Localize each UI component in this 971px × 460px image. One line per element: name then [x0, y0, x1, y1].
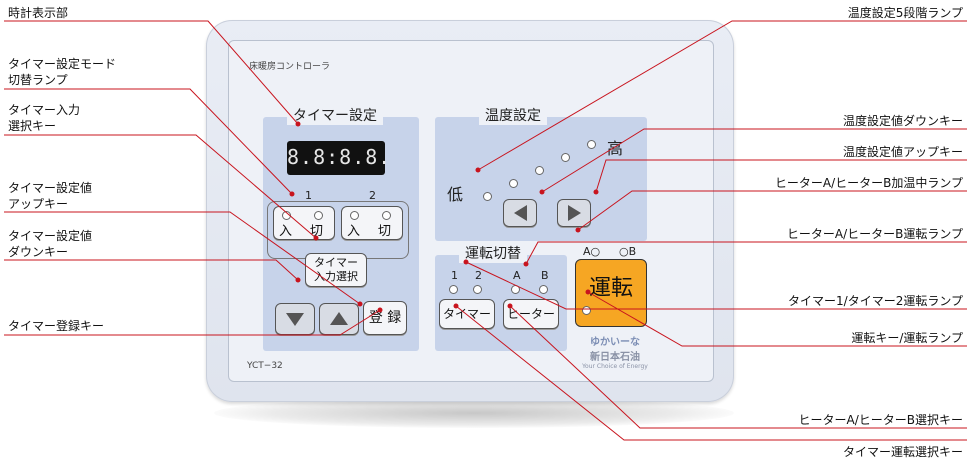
- heater-a-warming-led: A○: [583, 245, 601, 258]
- timer1-on-led: [282, 211, 291, 220]
- model-number: YCT−32: [247, 361, 283, 371]
- timer2-on-label: 入: [347, 224, 361, 239]
- callout-temp-lamp: 温度設定5段階ランプ: [847, 6, 963, 20]
- callout-timer-input-select-line2: 選択キー: [8, 119, 57, 133]
- mode-timer2-label: 2: [475, 269, 482, 282]
- callout-timer-down-line1: タイマー設定値: [8, 229, 93, 243]
- brand-logo: ゆかいーな 新日本石油 Your Choice of Energy: [579, 333, 651, 370]
- callout-timer-mode-lamp-line2: 切替ランプ: [8, 73, 68, 87]
- temp-down-key[interactable]: [503, 199, 537, 227]
- mode-timer1-label: 1: [451, 269, 458, 282]
- timer-up-key[interactable]: [319, 303, 359, 335]
- callout-timer-up-line1: タイマー設定値: [8, 181, 93, 195]
- callout-heater-run-lamp: ヒーターA/ヒーターB運転ランプ: [786, 227, 963, 241]
- timer2-run-led: [473, 285, 482, 294]
- timer1-off-label: 切: [310, 224, 324, 239]
- heater-a-run-led: [511, 285, 520, 294]
- brand-tagline: Your Choice of Energy: [582, 363, 648, 370]
- callout-timer-register: タイマー登録キー: [8, 319, 105, 333]
- brand-name: 新日本石油: [590, 352, 640, 363]
- callout-timer-mode-lamp-line1: タイマー設定モード: [8, 57, 117, 71]
- timer1-off-led: [314, 211, 323, 220]
- timer-input-select-key[interactable]: タイマー 入力選択: [305, 253, 367, 287]
- mode-heater-b-label: B: [541, 269, 549, 282]
- mode-panel-title: 運転切替: [459, 245, 527, 263]
- run-key[interactable]: 運転: [575, 259, 647, 327]
- timer1-run-led: [449, 285, 458, 294]
- temp-level-led-4: [561, 153, 570, 162]
- callout-heater-select: ヒーターA/ヒーターB選択キー: [798, 413, 964, 427]
- heater-b-warming-led: ○B: [619, 245, 637, 258]
- timer-panel-title: タイマー設定: [287, 107, 383, 125]
- timer2-label: 2: [369, 189, 376, 202]
- timer1-on-label: 入: [279, 224, 293, 239]
- timer-down-key[interactable]: [275, 303, 315, 335]
- timer2-on-off-key[interactable]: 入 切: [341, 206, 403, 240]
- controller-device: 床暖房コントローラ タイマー設定 8.8:8.8. 1 2 入 切 入 切 タイ…: [206, 20, 734, 402]
- timer-register-key[interactable]: 登 録: [363, 301, 407, 335]
- timer1-on-off-key[interactable]: 入 切: [273, 206, 335, 240]
- product-logo-text: ゆかいーな: [590, 337, 640, 348]
- temp-level-led-2: [509, 179, 518, 188]
- callout-heater-warming-lamp: ヒーターA/ヒーターB加温中ランプ: [774, 176, 963, 190]
- callout-timer-run-lamp: タイマー1/タイマー2運転ランプ: [788, 294, 963, 308]
- timer2-off-label: 切: [378, 224, 392, 239]
- heater-select-key[interactable]: ヒーター: [503, 299, 559, 329]
- callout-temp-up: 温度設定値アップキー: [842, 145, 963, 159]
- device-name: 床暖房コントローラ: [249, 62, 331, 72]
- callout-timer-down-line2: ダウンキー: [8, 245, 69, 259]
- heater-b-run-led: [539, 285, 548, 294]
- temp-level-led-3: [535, 166, 544, 175]
- faceplate: 床暖房コントローラ タイマー設定 8.8:8.8. 1 2 入 切 入 切 タイ…: [228, 40, 714, 382]
- run-lamp: [582, 306, 591, 315]
- clock-display: 8.8:8.8.: [287, 141, 390, 175]
- left-arrow-icon: [513, 205, 527, 221]
- mode-heater-a-label: A: [513, 269, 521, 282]
- callout-temp-down: 温度設定値ダウンキー: [842, 114, 963, 128]
- temp-high-label: 高: [607, 139, 624, 158]
- down-arrow-icon: [286, 313, 304, 326]
- timer2-on-led: [350, 211, 359, 220]
- up-arrow-icon: [330, 312, 348, 325]
- temp-low-label: 低: [447, 185, 464, 204]
- device-shadow: [214, 398, 734, 428]
- callout-run-key: 運転キー/運転ランプ: [851, 331, 963, 345]
- callout-timer-run-select: タイマー運転選択キー: [842, 445, 963, 459]
- timer-run-select-key[interactable]: タイマー: [439, 299, 495, 329]
- callout-timer-up-line2: アップキー: [8, 197, 69, 211]
- run-key-label: 運転: [588, 276, 633, 301]
- temp-level-led-5: [587, 140, 596, 149]
- temp-up-key[interactable]: [557, 199, 591, 227]
- callout-timer-input-select-line1: タイマー入力: [8, 103, 81, 117]
- temperature-panel-title: 温度設定: [479, 107, 547, 125]
- callout-clock-display: 時計表示部: [8, 6, 69, 20]
- timer2-off-led: [382, 211, 391, 220]
- right-arrow-icon: [567, 205, 581, 221]
- temp-level-led-1: [483, 192, 492, 201]
